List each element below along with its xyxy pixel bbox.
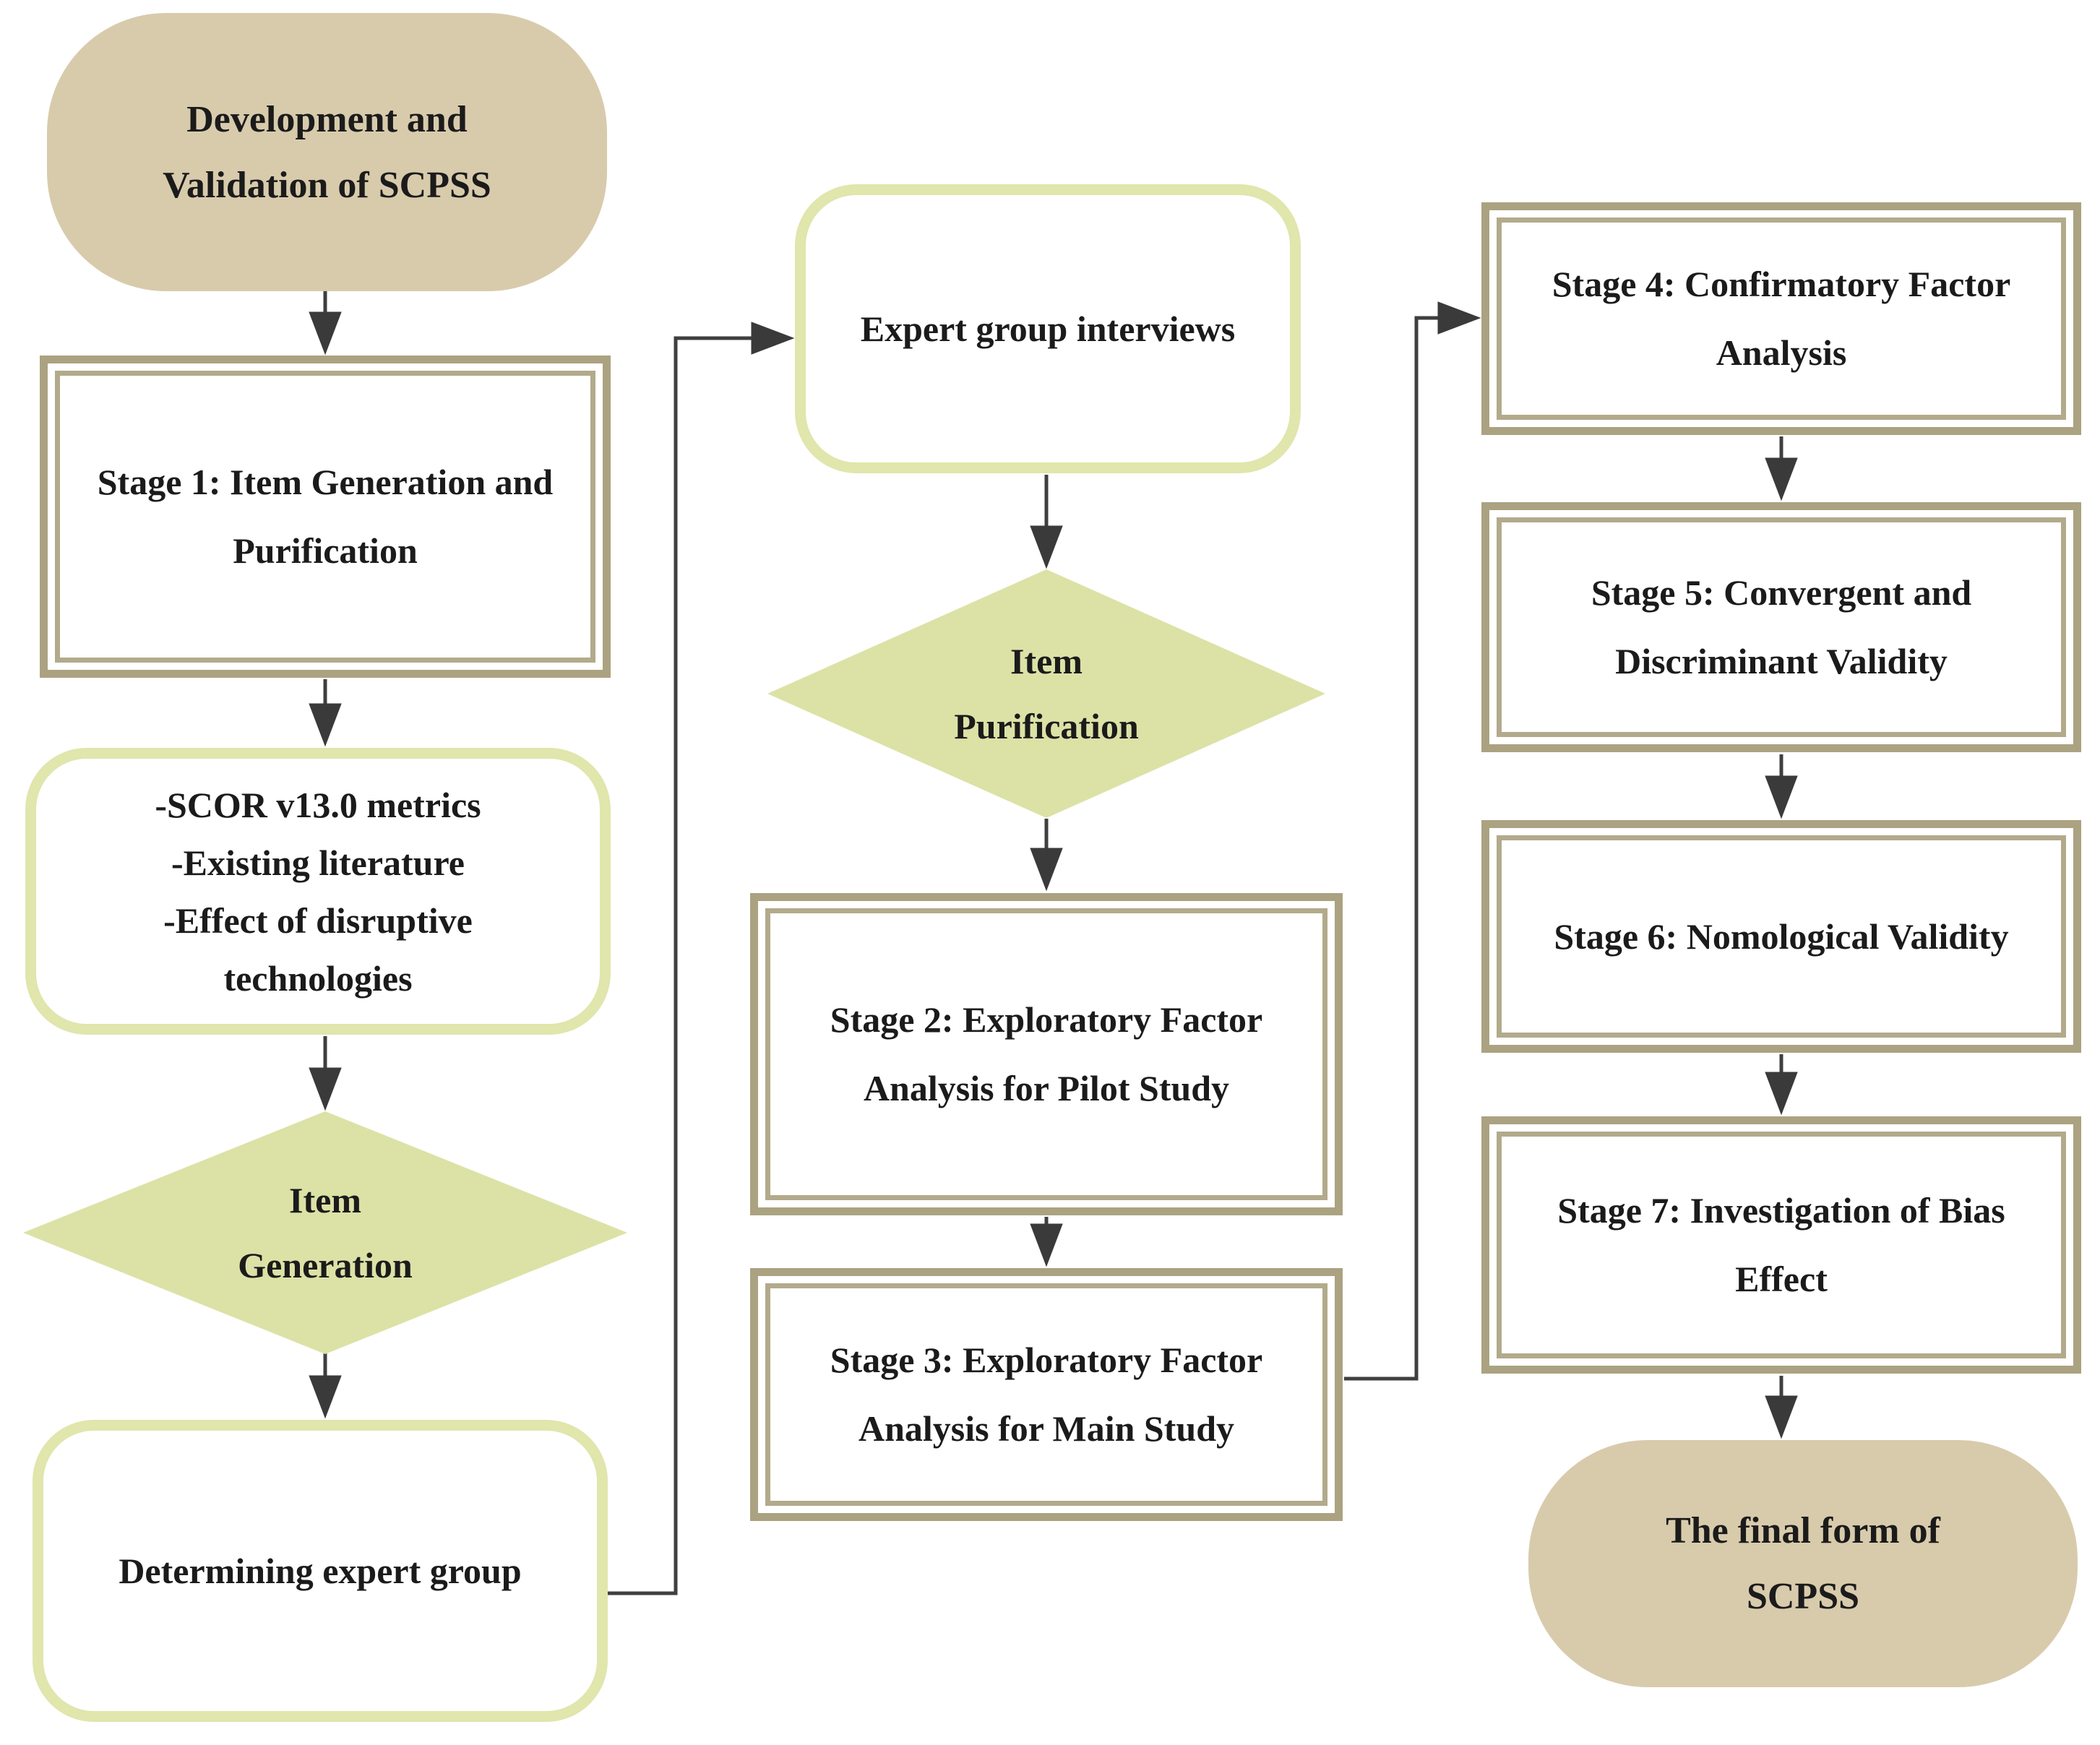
arrowhead-stage5-stage6 [1765, 775, 1798, 819]
stage3-node: Stage 3: Exploratory Factor Analysis for… [750, 1268, 1343, 1521]
item-purification-label: Item Purification [954, 641, 1139, 746]
stage5-label: Stage 5: Convergent and Discriminant Val… [1591, 572, 1972, 681]
edge-determining-expert [608, 336, 752, 1595]
item-generation-label: Item Generation [238, 1180, 413, 1285]
stage4-node: Stage 4: Confirmatory Factor Analysis [1481, 202, 2081, 435]
arrowhead-itempur-stage2 [1030, 848, 1063, 892]
arrowhead-expert-itempur [1030, 525, 1063, 569]
arrowhead-sources-itemgen [309, 1067, 342, 1111]
stage5-node: Stage 5: Convergent and Discriminant Val… [1481, 502, 2081, 752]
stage7-node: Stage 7: Investigation of Bias Effect [1481, 1116, 2081, 1374]
sources-node: -SCOR v13.0 metrics -Existing literature… [25, 748, 611, 1035]
expert-interviews-label: Expert group interviews [860, 309, 1236, 349]
stage2-node: Stage 2: Exploratory Factor Analysis for… [750, 893, 1343, 1215]
arrowhead-stage4-stage5 [1765, 457, 1798, 501]
arrowhead-determining-expert [751, 322, 795, 355]
arrowhead-start-stage1 [309, 311, 342, 356]
stage1-label: Stage 1: Item Generation and Purificatio… [97, 462, 554, 571]
arrowhead-stage1-sources [309, 703, 342, 747]
determining-expert-group-node: Determining expert group [33, 1420, 608, 1722]
stage3-label: Stage 3: Exploratory Factor Analysis for… [830, 1340, 1263, 1449]
arrowhead-itemgen-determining [309, 1375, 342, 1419]
final-node: The final form of SCPSS [1528, 1440, 2078, 1687]
stage7-label: Stage 7: Investigation of Bias Effect [1557, 1190, 2005, 1299]
item-purification-decision: Item Purification [767, 569, 1325, 818]
determining-expert-group-label: Determining expert group [119, 1551, 522, 1591]
sources-label: -SCOR v13.0 metrics -Existing literature… [155, 784, 481, 999]
stage4-label: Stage 4: Confirmatory Factor Analysis [1552, 264, 2011, 373]
expert-interviews-node: Expert group interviews [795, 184, 1301, 473]
edge-stage3-stage4 [1344, 316, 1438, 1381]
start-node: Development and Validation of SCPSS [47, 13, 607, 291]
stage6-label: Stage 6: Nomological Validity [1554, 915, 2009, 957]
stage1-node: Stage 1: Item Generation and Purificatio… [40, 356, 611, 678]
arrowhead-stage2-stage3 [1030, 1223, 1063, 1267]
item-generation-decision: Item Generation [23, 1111, 627, 1354]
arrowhead-stage3-stage4 [1437, 301, 1481, 335]
final-label: The final form of SCPSS [1666, 1510, 1940, 1617]
arrowhead-stage7-final [1765, 1395, 1798, 1439]
stage6-node: Stage 6: Nomological Validity [1481, 820, 2081, 1053]
start-label: Development and Validation of SCPSS [163, 98, 491, 206]
stage2-label: Stage 2: Exploratory Factor Analysis for… [830, 999, 1263, 1108]
arrowhead-stage6-stage7 [1765, 1072, 1798, 1116]
